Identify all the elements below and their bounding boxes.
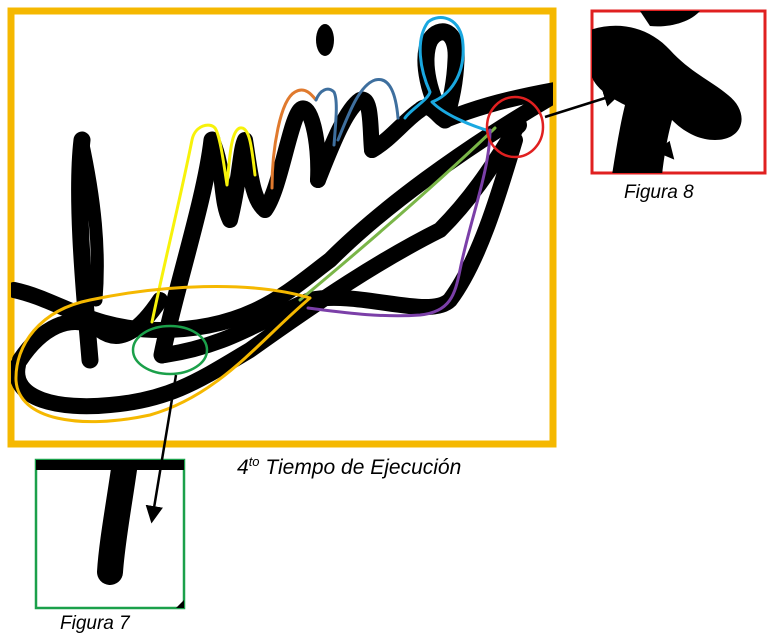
overlay-yellow-stroke: [150, 123, 257, 324]
signature-i-dot: [316, 24, 334, 56]
signature-a-loop: [204, 132, 273, 228]
signature-bottom-curve: [11, 122, 523, 415]
execution-time-caption: 4to Tiempo de Ejecución: [237, 454, 462, 480]
signature-l-stroke: [417, 23, 465, 129]
figure-8-top-ink: [640, 11, 700, 27]
main-signature-panel: [7, 7, 557, 448]
overlay-steel-blue-stroke-2: [336, 78, 400, 142]
figure-8-arrow: [544, 89, 622, 119]
signature-ink: [11, 23, 553, 415]
signature-lower-loop: [157, 132, 523, 363]
green-highlight-circle: [131, 324, 209, 376]
signature-h-crossbar: [12, 292, 168, 368]
figure-7-top-ink: [36, 460, 184, 470]
stroke-order-overlays: [14, 16, 497, 424]
figure-7-caption: Figura 7: [60, 613, 130, 634]
overlay-purple-stroke: [306, 128, 492, 318]
signature-i-stroke: [310, 91, 380, 188]
overlay-amber-loop: [14, 285, 312, 424]
signature-a-stroke: [153, 131, 221, 364]
figure-8-inset: [544, 9, 767, 175]
figure-8-caption: Figura 8: [624, 182, 694, 203]
figure-7-stroke: [97, 460, 139, 585]
signature-end-blob: [503, 115, 527, 135]
figure-8-inner-arrow: [656, 140, 675, 160]
ordinal-number: 4: [237, 456, 249, 479]
signature-h-inner-stroke: [75, 133, 104, 307]
overlay-orange-stroke: [270, 88, 318, 190]
caption-text: Tiempo de Ejecución: [259, 456, 462, 479]
ordinal-suffix: to: [248, 454, 260, 469]
overlay-cyan-loop: [403, 16, 488, 132]
figure-7-inset: [34, 374, 186, 610]
red-highlight-circle: [485, 95, 545, 159]
overlay-steel-blue-stroke-1: [314, 87, 338, 147]
signature-u-stroke: [257, 100, 327, 218]
figure-7-corner-ink: [176, 600, 184, 608]
figure-8-zoom-ink: [592, 11, 742, 173]
figure-7-arrow: [145, 374, 178, 524]
overlay-green-stroke: [298, 126, 497, 302]
figure-8-blob: [592, 25, 742, 173]
figure-7-zoom-ink: [36, 460, 184, 608]
